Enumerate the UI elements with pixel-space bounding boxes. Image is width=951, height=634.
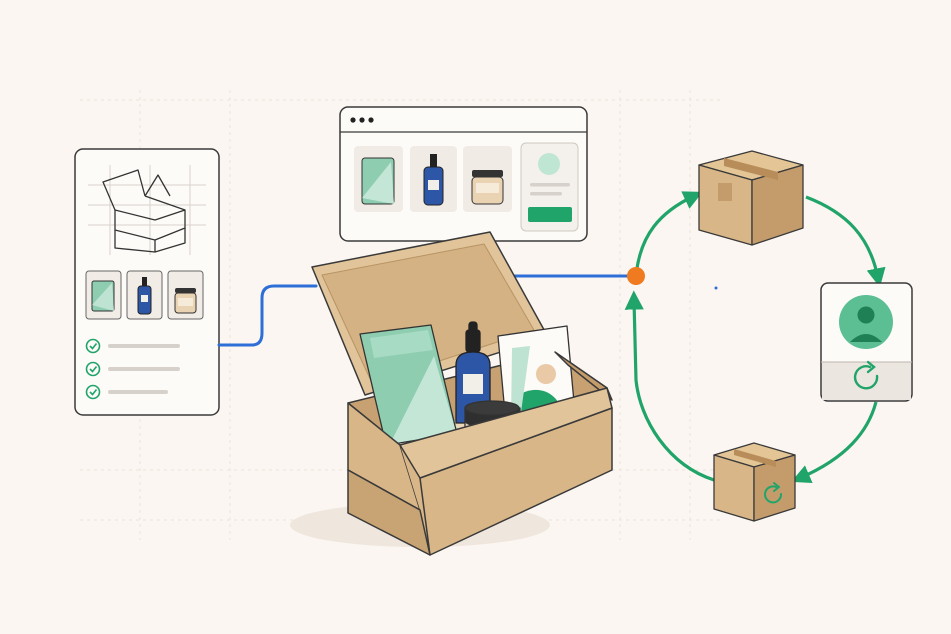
check-circle-icon <box>85 361 101 377</box>
spec-thumb-dropper-bottle <box>126 270 163 320</box>
open-subscription-box-front <box>347 351 613 556</box>
user-avatar-icon <box>839 295 893 349</box>
cycle-center-dot <box>714 286 718 290</box>
window-dot <box>350 117 356 123</box>
box-blueprint-sketch <box>88 165 206 255</box>
storefront-cta-button[interactable] <box>528 207 572 222</box>
refresh-icon <box>764 482 783 504</box>
check-circle-icon <box>85 384 101 400</box>
cycle-arc-right-lower <box>791 401 878 483</box>
shipping-box <box>698 150 804 246</box>
storefront-product-pouch <box>354 146 403 212</box>
window-dot <box>368 117 374 123</box>
storefront-window <box>339 106 588 242</box>
refresh-icon <box>853 360 879 390</box>
cycle-arc-right-upper <box>805 195 886 288</box>
cycle-arc-left-upper <box>634 191 703 277</box>
cycle-start-node <box>627 267 645 285</box>
checklist-line <box>108 367 180 371</box>
check-circle-icon <box>85 338 101 354</box>
connector-spec-to-box <box>217 284 318 347</box>
subscription-cycle <box>624 150 913 522</box>
avatar <box>538 153 560 175</box>
spec-card <box>74 148 220 416</box>
spec-thumb-pouch <box>85 270 122 320</box>
checklist-line <box>108 390 168 394</box>
storefront-product-jar <box>463 146 512 212</box>
cycle-arc-left-lower <box>624 290 715 482</box>
spec-thumb-jar <box>167 270 204 320</box>
checklist-line <box>108 344 180 348</box>
storefront-product-dropper-bottle <box>410 146 457 212</box>
recurring-shipment-box <box>713 442 796 522</box>
window-dot <box>359 117 365 123</box>
spec-checklist <box>85 338 180 400</box>
storefront-profile-card <box>520 142 579 232</box>
customer-profile-card <box>820 282 913 402</box>
